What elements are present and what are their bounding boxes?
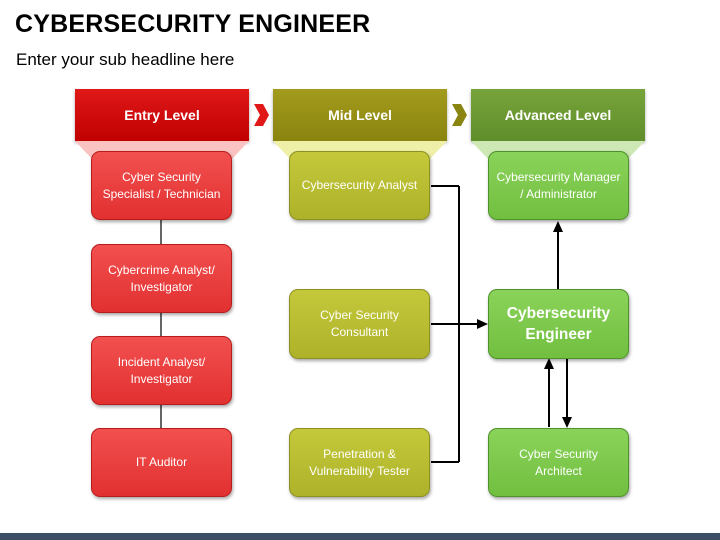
- box-cybersecurity-analyst: Cybersecurity Analyst: [289, 151, 430, 220]
- box-cybercrime-analyst: Cybercrime Analyst/ Investigator: [91, 244, 232, 313]
- arrow-to-architect-down: [562, 417, 572, 428]
- header-mid-level: Mid Level: [273, 89, 447, 141]
- arrow-to-manager: [553, 221, 563, 232]
- chevron-entry-mid: [254, 104, 269, 126]
- arrow-to-engineer-up: [544, 358, 554, 369]
- box-incident-analyst: Incident Analyst/ Investigator: [91, 336, 232, 405]
- page-title: CYBERSECURITY ENGINEER: [15, 10, 371, 38]
- header-entry-level: Entry Level: [75, 89, 249, 141]
- arrow-to-engineer: [477, 319, 488, 329]
- box-penetration-tester: Penetration & Vulnerability Tester: [289, 428, 430, 497]
- box-cyber-security-architect: Cyber Security Architect: [488, 428, 629, 497]
- chevron-mid-adv: [452, 104, 467, 126]
- box-cybersecurity-manager: Cybersecurity Manager / Administrator: [488, 151, 629, 220]
- page-subtitle: Enter your sub headline here: [16, 50, 235, 69]
- box-cyber-security-specialist: Cyber Security Specialist / Technician: [91, 151, 232, 220]
- box-cybersecurity-engineer: Cybersecurity Engineer: [488, 289, 629, 359]
- box-it-auditor: IT Auditor: [91, 428, 232, 497]
- footer-bar: [0, 533, 720, 540]
- header-advanced-level: Advanced Level: [471, 89, 645, 141]
- box-cyber-security-consultant: Cyber Security Consultant: [289, 289, 430, 359]
